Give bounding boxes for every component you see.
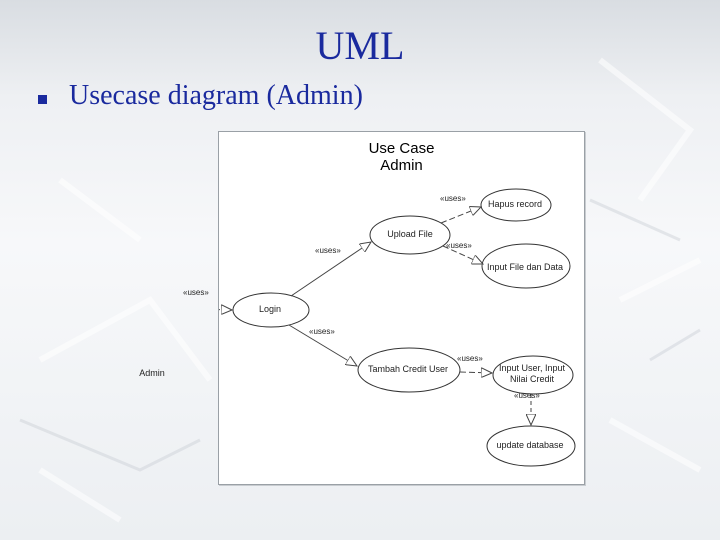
usecase-tambah-credit-user-label: Tambah Credit User — [367, 364, 449, 374]
bullet-text: Usecase diagram (Admin) — [69, 80, 363, 111]
relation-tambah-inputuser — [459, 372, 492, 373]
diagram-graphics — [219, 188, 576, 467]
diagram-title: Use Case Admin — [339, 140, 464, 174]
uses-label-upload-hapus: «uses» — [440, 194, 466, 203]
usecase-hapus-record-label: Hapus record — [487, 199, 543, 209]
uses-label-tambah-inputuser: «uses» — [457, 354, 483, 363]
relation-login-tambah — [288, 324, 357, 366]
diagram-title-line2: Admin — [380, 157, 423, 174]
slide-title: UML — [315, 23, 405, 68]
uses-label-login-tambah: «uses» — [309, 327, 335, 336]
usecase-input-file-dan-data-label: Input File dan Data — [486, 262, 564, 272]
usecase-login-label: Login — [258, 304, 282, 314]
usecase-input-user-line1: Input User, Input — [498, 363, 566, 373]
usecase-input-file-dan-data — [481, 243, 571, 289]
actor-label: Admin — [139, 368, 165, 378]
uses-label-admin-login: «uses» — [183, 288, 209, 297]
relation-upload-hapus — [440, 207, 481, 224]
usecase-upload-file — [369, 215, 451, 255]
relation-upload-inputfile — [442, 245, 483, 264]
usecase-hapus-record — [480, 188, 552, 222]
uses-label-upload-inputfile: «uses» — [446, 241, 472, 250]
bullet-item: Usecase diagram (Admin) — [38, 80, 363, 112]
use-case-diagram: Use Case Admin — [218, 131, 585, 485]
usecase-tambah-credit-user — [357, 347, 461, 393]
uses-label-inputuser-update: «uses» — [514, 391, 540, 400]
usecase-input-user-label: Input User, Input Nilai Credit — [490, 363, 574, 385]
usecase-update-database — [486, 425, 576, 467]
relation-login-upload — [290, 242, 371, 297]
usecase-update-database-label: update database — [496, 440, 564, 450]
relation-admin-login — [219, 308, 232, 310]
diagram-title-line1: Use Case — [368, 140, 435, 157]
uses-label-login-upload: «uses» — [315, 246, 341, 255]
bullet-square-icon — [38, 94, 47, 104]
usecase-upload-file-label: Upload File — [387, 229, 433, 239]
usecase-input-user-line2: Nilai Credit — [509, 374, 554, 384]
